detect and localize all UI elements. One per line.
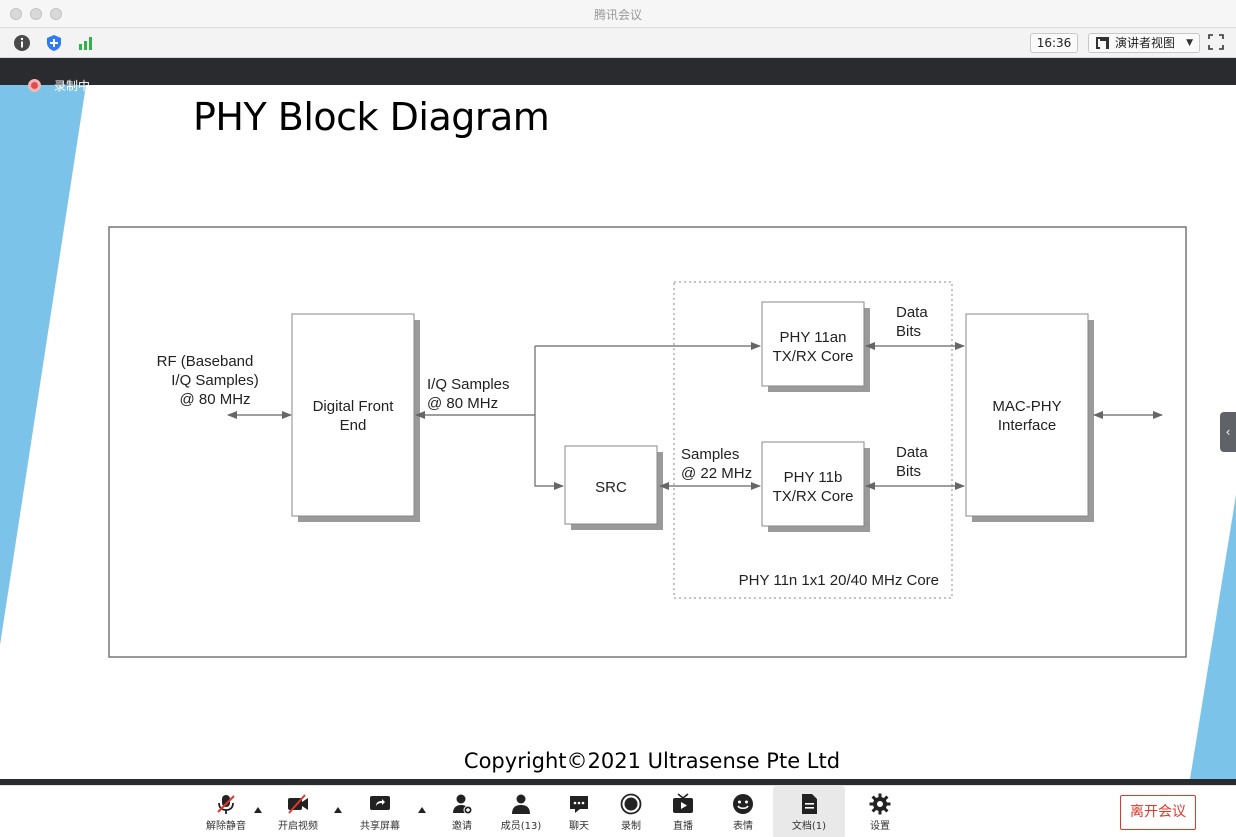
iq-samples-label-2: @ 80 MHz bbox=[427, 395, 498, 412]
phy11b-block bbox=[761, 441, 865, 527]
emoji-label: 表情 bbox=[733, 821, 753, 832]
mac-phy-label-1: MAC-PHY bbox=[992, 398, 1061, 415]
signal-icon[interactable] bbox=[77, 34, 95, 52]
mac-phy-label-2: Interface bbox=[998, 417, 1056, 434]
recording-status: 录制中 bbox=[54, 79, 91, 93]
live-label: 直播 bbox=[673, 821, 693, 832]
smile-icon bbox=[733, 794, 753, 814]
core-region-label: PHY 11n 1x1 20/40 MHz Core bbox=[739, 572, 939, 589]
iq-samples-label-1: I/Q Samples bbox=[427, 376, 510, 393]
view-mode-label: 演讲者视图 bbox=[1115, 36, 1176, 50]
leave-meeting-button[interactable]: 离开会议 bbox=[1120, 795, 1196, 830]
samples-label-2: @ 22 MHz bbox=[681, 465, 752, 482]
dfe-label-1: Digital Front bbox=[313, 398, 395, 415]
layout-icon bbox=[1096, 37, 1109, 49]
minimize-window-button[interactable] bbox=[30, 8, 42, 20]
data-bits-bottom-1: Data bbox=[896, 444, 928, 461]
data-bits-top-1: Data bbox=[896, 304, 928, 321]
copyright-text: Copyright©2021 Ultrasense Pte Ltd bbox=[463, 749, 841, 773]
share-screen-icon bbox=[370, 796, 390, 810]
chat-button[interactable]: 聊天 bbox=[559, 786, 599, 837]
mic-off-icon bbox=[217, 795, 235, 814]
window-title: 腾讯会议 bbox=[593, 8, 642, 22]
settings-label: 设置 bbox=[870, 821, 890, 832]
phy11an-label-2: TX/RX Core bbox=[773, 348, 854, 365]
start-video-label: 开启视频 bbox=[278, 821, 318, 832]
rf-input-label-2: I/Q Samples) bbox=[171, 372, 259, 389]
meeting-controls: 解除静音 开启视频 共享屏幕 bbox=[0, 785, 1236, 837]
audio-options-caret[interactable] bbox=[254, 807, 262, 813]
add-person-icon bbox=[453, 794, 473, 815]
dfe-block bbox=[291, 313, 415, 517]
start-video-button[interactable]: 开启视频 bbox=[272, 786, 324, 837]
members-button[interactable]: 成员(13) bbox=[496, 786, 546, 837]
dfe-label-2: End bbox=[340, 417, 367, 434]
invite-label: 邀请 bbox=[452, 821, 472, 832]
recording-band bbox=[0, 58, 1236, 85]
meeting-toolbar: 16:36 演讲者视图 ▼ bbox=[0, 28, 1236, 58]
person-icon bbox=[512, 794, 530, 814]
fullscreen-icon[interactable] bbox=[1208, 34, 1224, 50]
data-bits-bottom-2: Bits bbox=[896, 463, 921, 480]
phy11an-label-1: PHY 11an bbox=[780, 329, 847, 346]
meeting-clock: 16:36 bbox=[1030, 33, 1078, 53]
gear-icon bbox=[869, 793, 891, 815]
unmute-label: 解除静音 bbox=[206, 821, 246, 832]
rf-input-label-3: @ 80 MHz bbox=[179, 391, 250, 408]
recording-dot-icon bbox=[28, 79, 41, 92]
src-label: SRC bbox=[595, 479, 627, 496]
docs-label: 文档(1) bbox=[791, 821, 827, 832]
chat-label: 聊天 bbox=[569, 821, 589, 832]
samples-label-1: Samples bbox=[681, 446, 739, 463]
view-mode-dropdown[interactable]: 演讲者视图 ▼ bbox=[1088, 33, 1200, 53]
slide-decoration bbox=[0, 85, 1236, 779]
chevron-left-icon[interactable]: ‹ bbox=[1220, 412, 1236, 452]
phy-block-diagram: RF (Baseband I/Q Samples) @ 80 MHz Digit… bbox=[108, 226, 1187, 658]
phy11b-label-2: TX/RX Core bbox=[773, 488, 854, 505]
zoom-window-button[interactable] bbox=[50, 8, 62, 20]
rf-input-label-1: RF (Baseband bbox=[157, 353, 254, 370]
docs-button[interactable]: 文档(1) bbox=[773, 786, 845, 837]
src-block bbox=[564, 445, 658, 525]
core-region bbox=[673, 281, 953, 599]
info-icon[interactable] bbox=[13, 34, 31, 52]
record-button[interactable]: 录制 bbox=[611, 786, 651, 837]
record-label: 录制 bbox=[621, 821, 641, 832]
mac-phy-block bbox=[965, 313, 1089, 517]
share-screen-button[interactable]: 共享屏幕 bbox=[354, 786, 406, 837]
camera-off-icon bbox=[288, 794, 308, 814]
video-options-caret[interactable] bbox=[334, 807, 342, 813]
share-screen-label: 共享屏幕 bbox=[360, 821, 400, 832]
title-bar: 腾讯会议 bbox=[0, 0, 1236, 28]
emoji-button[interactable]: 表情 bbox=[723, 786, 763, 837]
shield-icon[interactable] bbox=[45, 34, 63, 52]
share-options-caret[interactable] bbox=[418, 807, 426, 813]
shared-slide: PHY Block Diagram bbox=[0, 85, 1236, 779]
invite-button[interactable]: 邀请 bbox=[442, 786, 482, 837]
slide-title: PHY Block Diagram bbox=[193, 95, 550, 139]
phy11b-label-1: PHY 11b bbox=[784, 469, 843, 486]
data-bits-top-2: Bits bbox=[896, 323, 921, 340]
bottom-divider bbox=[0, 779, 1236, 785]
document-icon bbox=[802, 794, 817, 814]
tv-icon bbox=[673, 793, 693, 813]
phy11an-block bbox=[761, 301, 865, 387]
record-icon bbox=[620, 793, 642, 815]
settings-button[interactable]: 设置 bbox=[860, 786, 900, 837]
members-label: 成员(13) bbox=[500, 821, 542, 832]
live-button[interactable]: 直播 bbox=[663, 786, 703, 837]
close-window-button[interactable] bbox=[10, 8, 22, 20]
unmute-button[interactable]: 解除静音 bbox=[200, 786, 252, 837]
chat-icon bbox=[570, 796, 588, 813]
chevron-down-icon: ▼ bbox=[1186, 38, 1193, 48]
